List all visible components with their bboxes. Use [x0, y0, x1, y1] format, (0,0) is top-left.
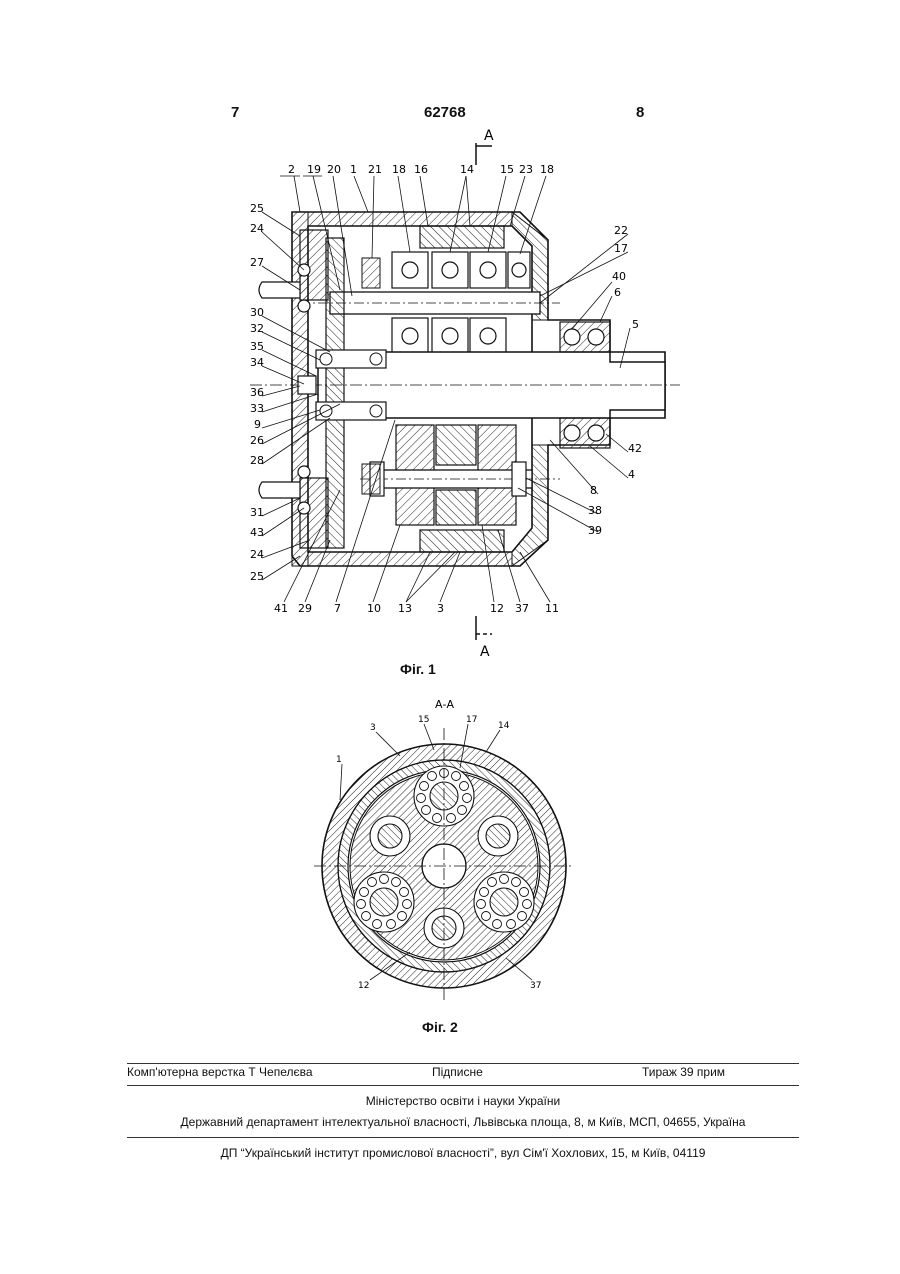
fig2-label: 3: [370, 723, 376, 733]
fig1-label: 3: [437, 602, 444, 615]
footer-signature: Підписне: [432, 1065, 483, 1079]
fig1-label: 43: [250, 526, 264, 539]
fig1-label: 42: [628, 442, 642, 455]
fig1-label: 13: [398, 602, 412, 615]
fig1-label: 7: [334, 602, 341, 615]
fig2-label: 37: [530, 981, 541, 991]
footer-institute: ДП “Український інститут промислової вла…: [127, 1146, 799, 1160]
fig1-label: 23: [519, 163, 533, 176]
fig1-label: 35: [250, 340, 264, 353]
fig1-label: 28: [250, 454, 264, 467]
fig1-label: 36: [250, 386, 264, 399]
footer-rule-middle: [127, 1085, 799, 1086]
fig2-label: 15: [418, 715, 429, 725]
section-aa-label: А-А: [435, 698, 454, 711]
fig1-label: 33: [250, 402, 264, 415]
fig1-label: 17: [614, 242, 628, 255]
fig1-label: 9: [254, 418, 261, 431]
fig2-label: 17: [466, 715, 477, 725]
fig1-label: 34: [250, 356, 264, 369]
section-mark-top: А: [484, 128, 494, 144]
fig1-label: 18: [540, 163, 554, 176]
fig1-label: 25: [250, 570, 264, 583]
fig1-label: 6: [614, 286, 621, 299]
fig1-label: 1: [350, 163, 357, 176]
section-mark-bottom: А: [480, 644, 490, 660]
fig1-label: 39: [588, 524, 602, 537]
footer-typesetting: Комп'ютерна верстка Т Чепелєва: [127, 1065, 313, 1079]
fig1-label: 22: [614, 224, 628, 237]
footer-circulation: Тираж 39 прим: [642, 1065, 725, 1079]
footer-rule-top: [127, 1063, 799, 1064]
fig1-label: 16: [414, 163, 428, 176]
fig1-label: 31: [250, 506, 264, 519]
fig1-label: 2: [288, 163, 295, 176]
fig1-label: 11: [545, 602, 559, 615]
footer-ministry: Міністерство освіти і науки України: [127, 1094, 799, 1108]
figure-2-drawing: А-А: [300, 690, 600, 1010]
figure-2-caption: Фіг. 2: [422, 1019, 458, 1035]
fig1-label: 15: [500, 163, 514, 176]
fig1-label: 12: [490, 602, 504, 615]
fig1-label: 29: [298, 602, 312, 615]
fig1-label: 30: [250, 306, 264, 319]
figure-1-drawing: А: [0, 0, 900, 680]
fig1-label: 27: [250, 256, 264, 269]
fig1-label: 38: [588, 504, 602, 517]
fig2-label: 1: [336, 755, 342, 765]
footer-department: Державний департамент інтелектуальної вл…: [127, 1115, 799, 1129]
fig1-label: 26: [250, 434, 264, 447]
fig1-label: 37: [515, 602, 529, 615]
footer-rule-bottom: [127, 1137, 799, 1138]
fig1-label: 41: [274, 602, 288, 615]
fig1-label: 25: [250, 202, 264, 215]
fig1-label: 20: [327, 163, 341, 176]
fig1-label: 8: [590, 484, 597, 497]
fig1-label: 10: [367, 602, 381, 615]
fig1-label: 24: [250, 548, 264, 561]
fig1-label: 5: [632, 318, 639, 331]
figure-1-caption: Фіг. 1: [400, 661, 436, 677]
fig1-label: 14: [460, 163, 474, 176]
fig1-label: 21: [368, 163, 382, 176]
fig1-label: 40: [612, 270, 626, 283]
fig1-label: 18: [392, 163, 406, 176]
fig1-label: 24: [250, 222, 264, 235]
fig1-label: 19: [307, 163, 321, 176]
fig2-label: 12: [358, 981, 369, 991]
fig1-label: 4: [628, 468, 635, 481]
fig1-label: 32: [250, 322, 264, 335]
fig2-label: 14: [498, 721, 510, 731]
